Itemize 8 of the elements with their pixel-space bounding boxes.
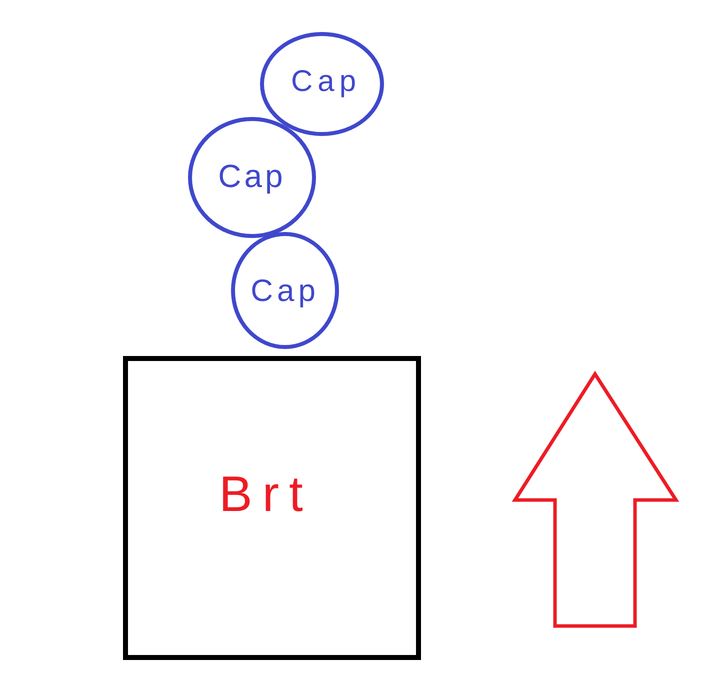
box-node: [123, 356, 421, 660]
node-label: Cap: [250, 275, 320, 306]
circle-node: [260, 32, 384, 136]
circle-node: [188, 117, 316, 238]
circle-node: [231, 232, 339, 349]
node-label: Brt: [219, 469, 313, 519]
node-label: Cap: [290, 67, 362, 97]
node-label: Cap: [218, 160, 286, 192]
